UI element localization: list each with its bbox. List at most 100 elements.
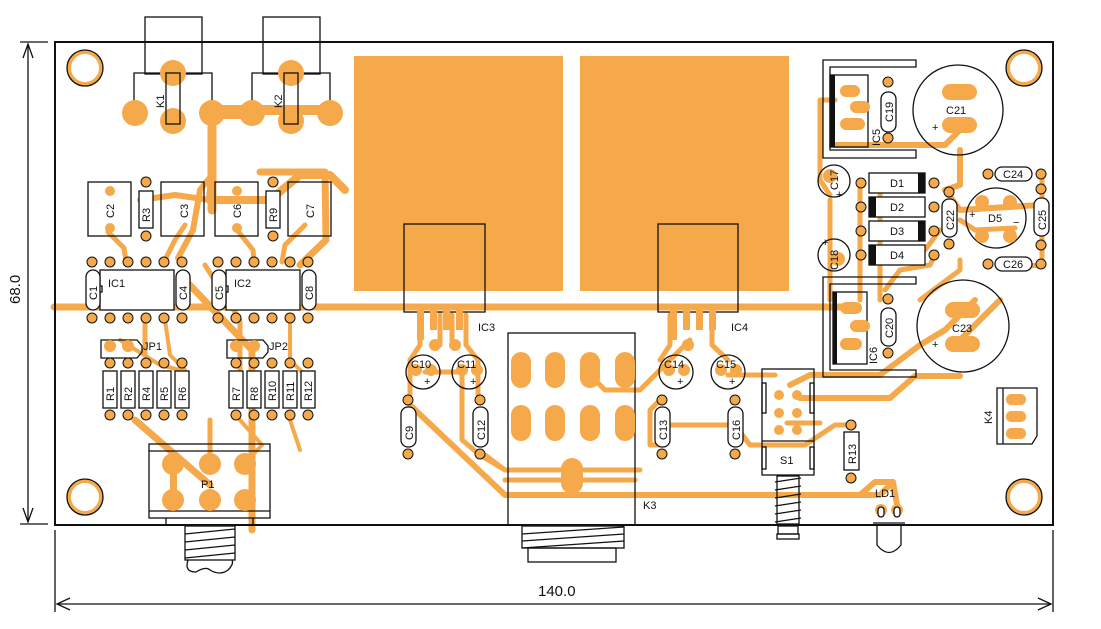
label-c3: C3 bbox=[179, 204, 191, 218]
mounting-holes bbox=[66, 49, 1043, 516]
label-k2: K2 bbox=[273, 95, 285, 108]
label-c25: C25 bbox=[1037, 210, 1049, 230]
jumper-jp1: JP1 bbox=[100, 339, 162, 359]
label-c18: C18 bbox=[829, 250, 841, 270]
label-r5: R5 bbox=[159, 387, 171, 401]
led-ld1: LD1 bbox=[873, 488, 905, 554]
resistor-r10: R10 bbox=[264, 357, 280, 421]
regulator-ic5: IC5 bbox=[822, 59, 917, 159]
capacitor-c14: C14+ bbox=[658, 354, 694, 390]
label-c8: C8 bbox=[304, 286, 316, 300]
label-r6: R6 bbox=[177, 387, 189, 401]
capacitor-c3: C3 bbox=[160, 181, 205, 237]
label-d5: D5 bbox=[988, 213, 1002, 225]
label-ic3: IC3 bbox=[478, 322, 495, 334]
label-c24: C24 bbox=[1003, 169, 1023, 181]
dimension-height: 68.0 bbox=[7, 41, 48, 525]
label-d4: D4 bbox=[890, 250, 904, 262]
label-c2: C2 bbox=[105, 204, 117, 218]
label-c11: C11 bbox=[457, 359, 476, 371]
potentiometer-p1: P1 bbox=[148, 443, 271, 574]
label-c9: C9 bbox=[404, 426, 416, 440]
capacitor-c7: C7 bbox=[287, 181, 332, 237]
label-d1: D1 bbox=[890, 178, 904, 190]
width-label: 140.0 bbox=[538, 583, 576, 600]
capacitor-c13: C13 bbox=[654, 394, 671, 460]
label-ic4: IC4 bbox=[731, 322, 748, 334]
connector-k1: K1 bbox=[122, 16, 225, 134]
label-c26: C26 bbox=[1003, 259, 1023, 271]
label-c22: C22 bbox=[945, 210, 957, 230]
bridge-rectifier-d5: D5 + − bbox=[965, 187, 1027, 249]
label-r12: R12 bbox=[303, 381, 315, 401]
resistor-r2: R2 bbox=[120, 357, 136, 421]
label-jp1: JP1 bbox=[143, 341, 162, 353]
resistor-r12: R12 bbox=[300, 357, 316, 421]
capacitor-c16: C16 bbox=[727, 394, 744, 460]
label-c14: C14 bbox=[664, 359, 684, 371]
capacitor-c9: C9 bbox=[400, 394, 417, 460]
label-r7: R7 bbox=[231, 387, 243, 401]
resistor-r1: R1 bbox=[102, 357, 118, 421]
film-caps: C9 C12 C13 C16 bbox=[400, 394, 744, 460]
resistor-r3: R3 bbox=[138, 176, 154, 242]
label-r11: R11 bbox=[285, 382, 297, 401]
plus-sign: + bbox=[729, 376, 735, 388]
resistor-r13: R13 bbox=[843, 419, 860, 484]
label-r10: R10 bbox=[267, 381, 279, 401]
capacitor-c8: C8 bbox=[301, 269, 317, 311]
label-c10: C10 bbox=[411, 359, 431, 371]
connector-k4: K4 bbox=[983, 387, 1038, 445]
plus-sign: + bbox=[822, 237, 828, 249]
label-c13: C13 bbox=[658, 420, 670, 440]
dimension-width: 140.0 bbox=[54, 530, 1054, 612]
resistor-r9: R9 bbox=[265, 176, 281, 242]
label-c20: C20 bbox=[884, 318, 896, 338]
label-c6: C6 bbox=[232, 204, 244, 218]
label-r4: R4 bbox=[141, 387, 153, 401]
plus-sign: + bbox=[969, 209, 975, 221]
label-r13: R13 bbox=[847, 444, 859, 464]
regulator-ic3: IC3 bbox=[403, 223, 495, 351]
capacitor-c22: C22 bbox=[941, 186, 958, 250]
label-c21: C21 bbox=[946, 105, 966, 117]
capacitor-c20: C20 bbox=[880, 293, 897, 359]
label-c5: C5 bbox=[214, 286, 226, 300]
height-label: 68.0 bbox=[7, 275, 24, 304]
capacitor-c2: C2 bbox=[87, 181, 132, 237]
label-r1: R1 bbox=[105, 387, 117, 401]
label-c17: C17 bbox=[829, 170, 841, 190]
capacitor-c21: C21 + bbox=[912, 64, 1004, 156]
label-k4: K4 bbox=[983, 411, 995, 424]
label-c19: C19 bbox=[884, 102, 896, 122]
plus-sign: + bbox=[424, 376, 430, 388]
resistor-r11: R11 bbox=[282, 357, 298, 421]
switch-s1: S1 bbox=[761, 368, 815, 540]
plus-sign: + bbox=[932, 122, 938, 134]
capacitor-c6: C6 bbox=[214, 181, 259, 237]
jack-k3: K3 bbox=[507, 332, 656, 563]
label-c1: C1 bbox=[88, 286, 100, 300]
label-d2: D2 bbox=[890, 202, 904, 214]
label-r8: R8 bbox=[249, 387, 261, 401]
capacitor-c19: C19 bbox=[880, 76, 897, 144]
capacitor-c18: C18 + bbox=[817, 237, 851, 272]
diode-d2: D2 bbox=[855, 196, 940, 218]
heatsink-pad-ic3 bbox=[354, 56, 563, 291]
ic1: IC1 bbox=[86, 256, 188, 324]
label-ic1: IC1 bbox=[108, 278, 125, 290]
label-ic6: IC6 bbox=[868, 347, 880, 364]
capacitor-c25: C25 bbox=[1033, 183, 1050, 251]
capacitor-c12: C12 bbox=[472, 394, 489, 460]
capacitor-c23: C23 + bbox=[916, 279, 1010, 373]
connector-k2: K2 bbox=[239, 16, 343, 134]
capacitor-c15: C15+ bbox=[710, 354, 746, 390]
label-c23: C23 bbox=[952, 323, 972, 335]
label-r3: R3 bbox=[141, 208, 153, 222]
resistor-r7: R7 bbox=[228, 357, 244, 421]
resistor-r5: R5 bbox=[156, 357, 172, 421]
label-k3: K3 bbox=[643, 500, 656, 512]
